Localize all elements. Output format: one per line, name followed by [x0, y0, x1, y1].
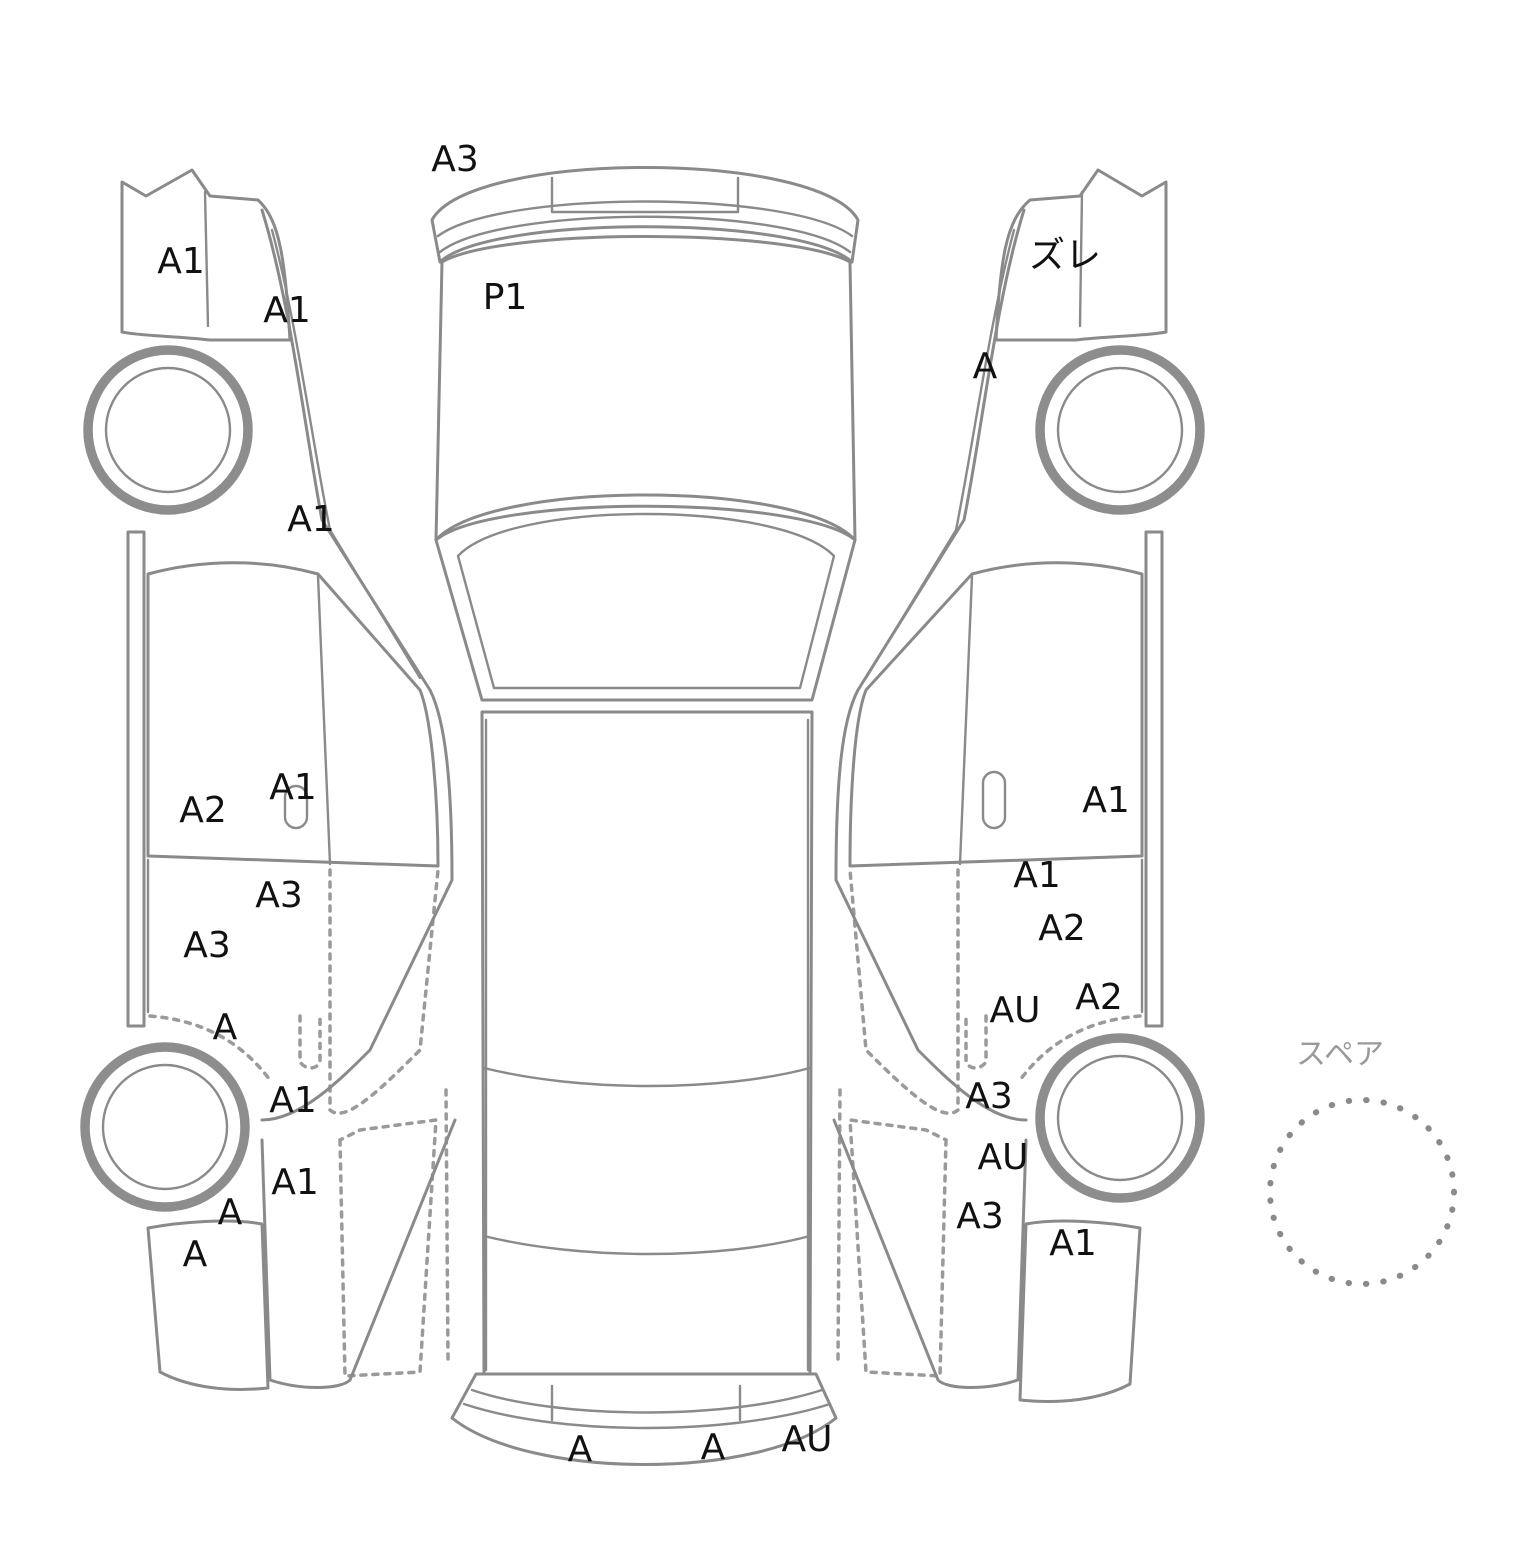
left-front-tire	[80, 342, 256, 518]
left-rear-dashed-panels	[148, 868, 450, 1378]
label-right-rear-arch-mid: AU	[977, 1137, 1029, 1178]
right-rear-tire	[1032, 1030, 1208, 1206]
label-left-front-fender: A1	[263, 290, 311, 331]
label-right-front-door: A1	[1082, 780, 1130, 821]
label-left-rear-door-lower: A3	[183, 925, 231, 966]
label-rear-bumper-left: A	[567, 1429, 593, 1470]
right-fender-and-pillar	[834, 208, 1026, 882]
label-left-front-door-handle: A1	[269, 767, 317, 808]
rear-bumper-outline	[450, 1372, 838, 1466]
label-left-rear-corner-lower: A	[182, 1234, 208, 1275]
label-right-rear-door-mid: A2	[1038, 908, 1086, 949]
label-left-rocker: A	[212, 1007, 238, 1048]
right-front-tire	[1032, 342, 1208, 518]
label-left-rear-corner-upper: A	[217, 1192, 243, 1233]
right-body-side	[848, 530, 1164, 1028]
label-left-front-corner: A1	[157, 241, 205, 282]
label-right-rear-corner: A1	[1049, 1223, 1097, 1264]
label-right-rocker-front: AU	[989, 990, 1041, 1031]
left-rear-quarter-outline	[146, 878, 457, 1391]
windshield-outline	[434, 493, 857, 702]
front-bumper-outline	[430, 166, 860, 264]
right-rear-dashed-panels	[836, 868, 1142, 1378]
right-rear-quarter-outline	[832, 878, 1142, 1403]
right-front-bumper-panel	[994, 168, 1168, 342]
label-right-front-corner: ズレ	[1028, 235, 1102, 276]
label-hood: P1	[482, 277, 528, 318]
label-left-rear-door-upper: A3	[255, 875, 303, 916]
label-front-bumper: A3	[431, 139, 479, 180]
left-rear-tire	[77, 1039, 253, 1215]
label-right-rear-arch-upper: A3	[965, 1076, 1013, 1117]
label-rear-bumper-right: AU	[781, 1419, 833, 1460]
label-right-front-fender: A	[972, 346, 998, 387]
roof-and-cabin-outline	[480, 710, 814, 1376]
label-right-rocker-rear: A2	[1075, 977, 1123, 1018]
label-left-quarter: A1	[271, 1162, 319, 1203]
spare-tire-dotted-ring	[1267, 1097, 1457, 1287]
left-body-side	[126, 530, 440, 1028]
label-left-a-pillar: A1	[287, 499, 335, 540]
spare-tire-label: スペア	[1296, 1037, 1384, 1072]
label-rear-bumper-center: A	[700, 1427, 726, 1468]
label-left-rear-arch: A1	[269, 1080, 317, 1121]
left-fender-and-pillar	[260, 208, 454, 882]
label-right-rear-door-upper: A1	[1013, 855, 1061, 896]
label-right-rear-arch-lower: A3	[956, 1196, 1004, 1237]
label-left-front-door: A2	[179, 790, 227, 831]
